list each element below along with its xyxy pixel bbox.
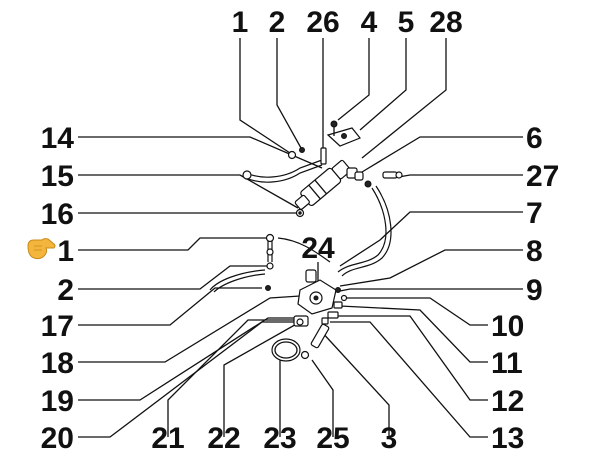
injector-body bbox=[294, 159, 352, 210]
callout-left-19: 19 bbox=[41, 385, 74, 418]
callout-right-10: 10 bbox=[491, 310, 524, 343]
pointing-hand-icon bbox=[27, 238, 56, 260]
callout-left-15: 15 bbox=[41, 160, 74, 193]
callout-left-16: 16 bbox=[41, 198, 74, 231]
callout-top-2: 2 bbox=[269, 6, 286, 39]
callout-top-26: 26 bbox=[306, 6, 339, 39]
callout-left-20: 20 bbox=[41, 422, 74, 455]
callout-right-7: 7 bbox=[526, 197, 543, 230]
left-callouts: 14 15 16 1 2 17 18 19 20 bbox=[41, 122, 75, 455]
lower-fitting bbox=[293, 315, 309, 327]
pipe-union bbox=[382, 171, 403, 179]
callout-left-1: 1 bbox=[57, 235, 74, 268]
callout-bottom-3: 3 bbox=[381, 422, 398, 455]
top-callouts: 1 2 26 4 5 28 bbox=[232, 6, 463, 39]
callout-bottom-23: 23 bbox=[263, 422, 296, 455]
leader-lines bbox=[78, 38, 523, 438]
callout-left-18: 18 bbox=[41, 347, 74, 380]
callout-right-9: 9 bbox=[526, 274, 543, 307]
callout-top-4: 4 bbox=[361, 6, 378, 39]
nozzle bbox=[300, 323, 330, 360]
callout-left-17: 17 bbox=[41, 310, 74, 343]
bottom-callouts: 21 22 23 25 3 bbox=[151, 422, 397, 455]
pump-head bbox=[297, 269, 337, 315]
high-pressure-pipe bbox=[337, 187, 387, 273]
pipe-fitting bbox=[346, 167, 372, 188]
callout-right-8: 8 bbox=[526, 235, 543, 268]
callout-right-27: 27 bbox=[526, 160, 559, 193]
callout-center-24: 24 bbox=[301, 232, 335, 265]
callout-right-12: 12 bbox=[491, 385, 524, 418]
callout-bottom-21: 21 bbox=[151, 422, 184, 455]
parts bbox=[209, 120, 403, 362]
hand-shape bbox=[27, 238, 56, 260]
callout-top-5: 5 bbox=[398, 6, 415, 39]
callout-top-28: 28 bbox=[429, 6, 462, 39]
callout-top-1: 1 bbox=[232, 6, 249, 39]
right-callouts: 6 27 7 8 9 10 11 12 13 bbox=[491, 122, 559, 455]
callout-bottom-22: 22 bbox=[207, 422, 240, 455]
clamp-bracket bbox=[326, 120, 361, 147]
callout-left-14: 14 bbox=[41, 122, 75, 155]
callout-bottom-25: 25 bbox=[316, 422, 349, 455]
return-pipe bbox=[209, 269, 266, 293]
callout-right-11: 11 bbox=[491, 347, 523, 380]
callout-left-2: 2 bbox=[57, 274, 74, 307]
callout-right-13: 13 bbox=[491, 422, 524, 455]
callout-right-6: 6 bbox=[526, 122, 543, 155]
